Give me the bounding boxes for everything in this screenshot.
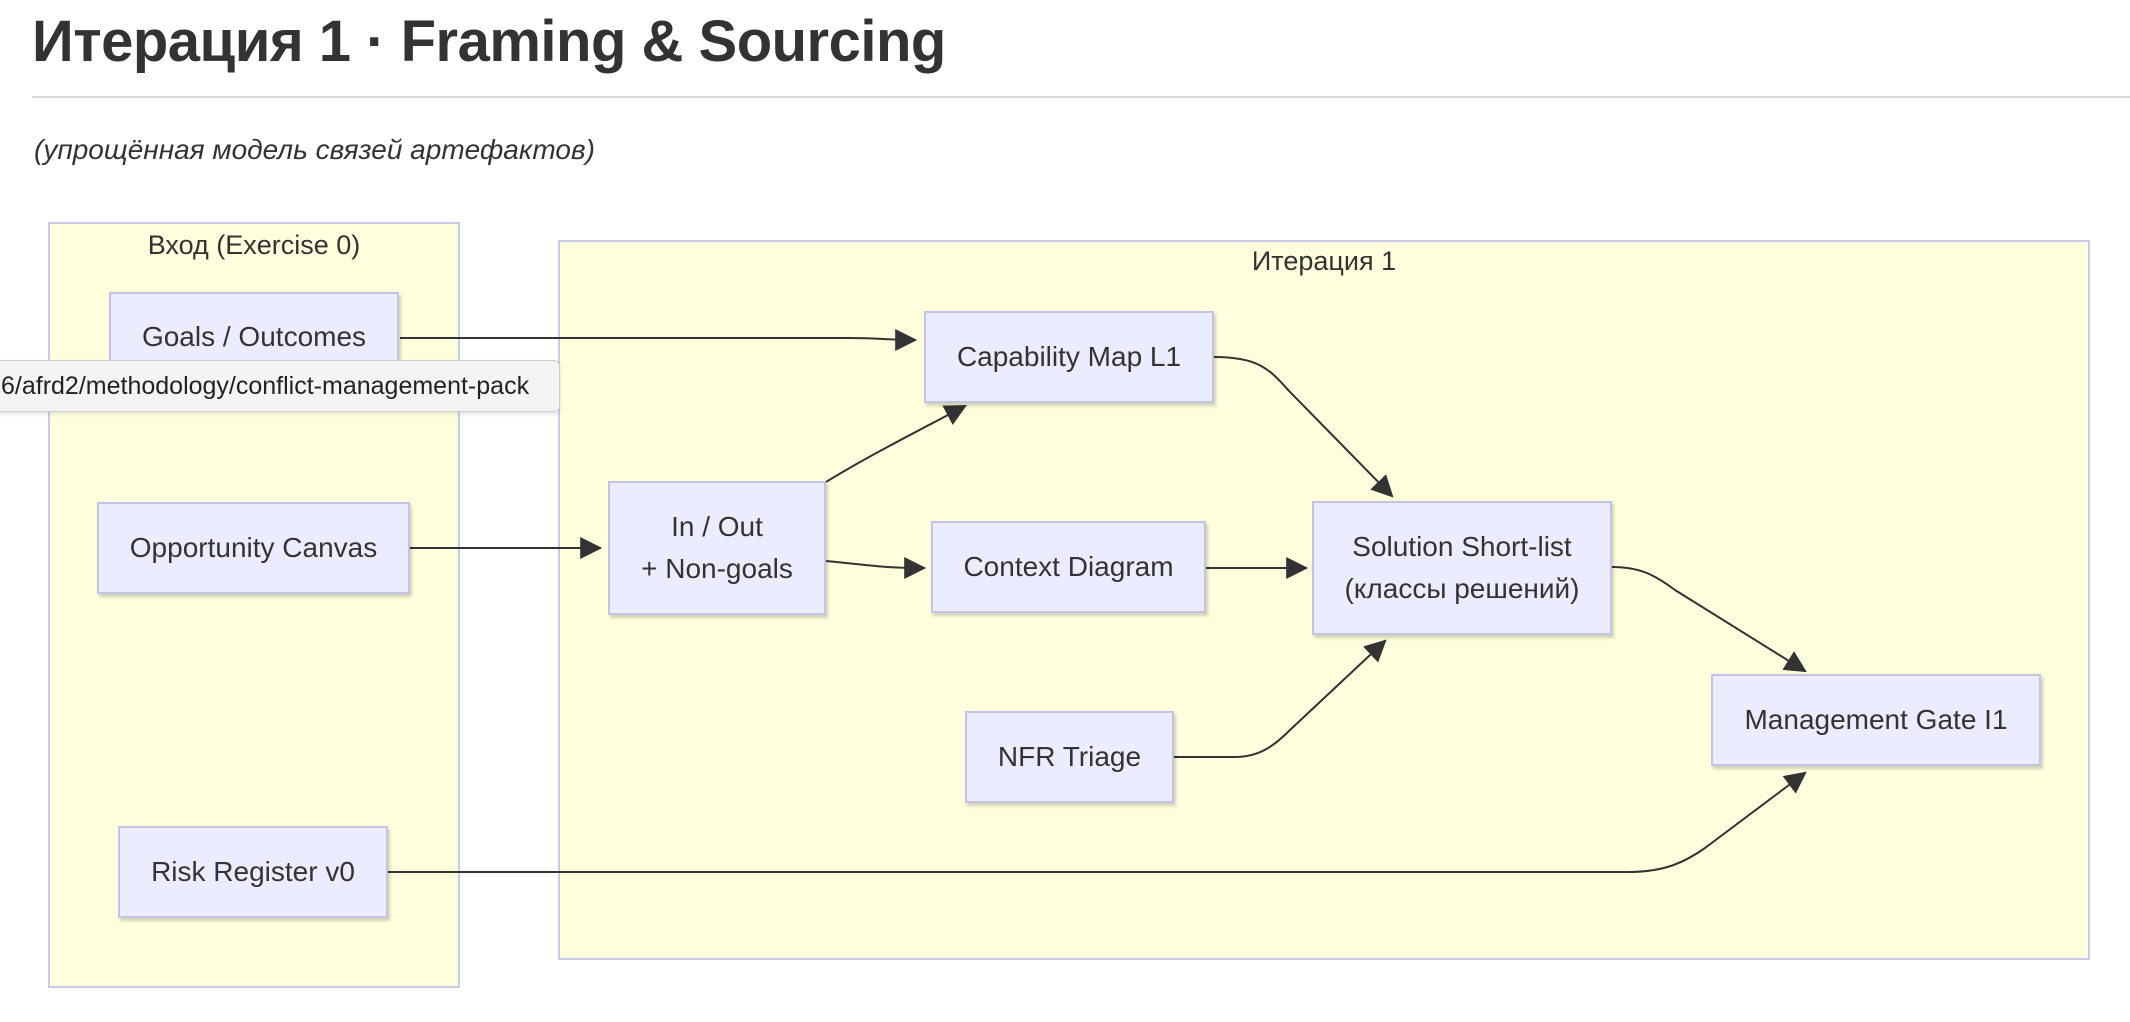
node-goals-outcomes-label: Goals / Outcomes <box>141 321 367 352</box>
node-management-gate-i1-label: Management Gate I1 <box>1744 704 2008 735</box>
node-capability-map-l1[interactable]: Capability Map L1 <box>924 311 1214 403</box>
node-context-diagram[interactable]: Context Diagram <box>931 521 1206 613</box>
node-opportunity-canvas-label: Opportunity Canvas <box>129 532 378 563</box>
page-subtitle: (упрощённая модель связей артефактов) <box>34 134 595 165</box>
cluster-input-label: Вход (Exercise 0) <box>147 230 361 260</box>
node-nfr-triage[interactable]: NFR Triage <box>965 711 1174 803</box>
node-in-out-non-goals[interactable]: In / Out + Non-goals <box>608 481 826 615</box>
node-risk-register-label: Risk Register v0 <box>151 856 355 887</box>
node-capability-map-l1-label: Capability Map L1 <box>956 341 1182 372</box>
node-nfr-triage-label: NFR Triage <box>997 741 1142 772</box>
node-in-out-line-2: + Non-goals <box>641 553 793 584</box>
node-management-gate-i1[interactable]: Management Gate I1 <box>1711 674 2041 766</box>
title-divider <box>32 96 2130 98</box>
node-opportunity-canvas[interactable]: Opportunity Canvas <box>97 502 410 594</box>
node-in-out-line-1: In / Out <box>671 511 763 542</box>
cluster-iteration-1-label: Итерация 1 <box>1251 246 1397 276</box>
node-solution-line-1: Solution Short-list <box>1352 531 1572 562</box>
node-solution-line-2: (классы решений) <box>1344 573 1580 604</box>
node-context-diagram-label: Context Diagram <box>963 551 1174 582</box>
page-title: Итерация 1 · Framing & Sourcing <box>32 9 946 74</box>
link-tooltip: 6/afrd2/methodology/conflict-management-… <box>0 360 560 412</box>
node-solution-short-list[interactable]: Solution Short-list (классы решений) <box>1312 501 1612 635</box>
node-risk-register[interactable]: Risk Register v0 <box>118 826 388 918</box>
